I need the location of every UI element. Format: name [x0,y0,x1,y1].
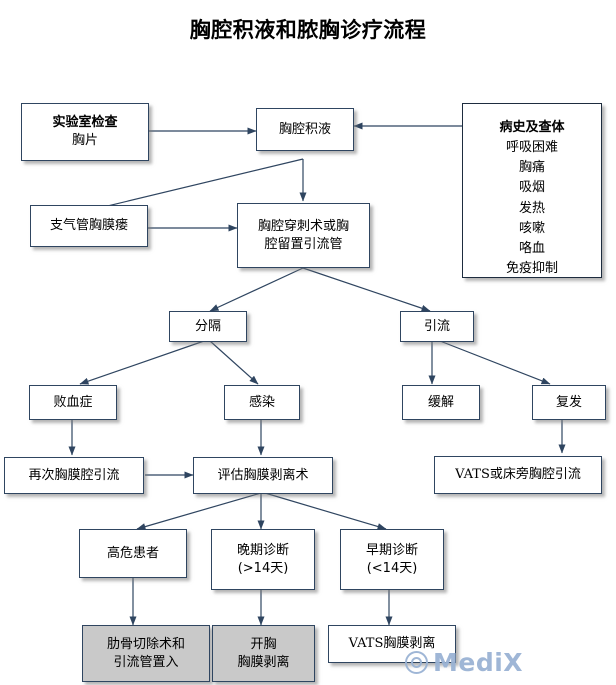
node-repeat-drainage[interactable]: 再次胸膜腔引流 [4,457,144,494]
copyright-icon [405,651,428,674]
node-sepsis-label: 败血症 [53,394,93,410]
node-evaluate-decortication[interactable]: 评估胸膜剥离术 [193,457,333,494]
node-high-risk-patient[interactable]: 高危患者 [79,529,187,578]
node-recurrence[interactable]: 复发 [532,385,606,420]
node-sepsis[interactable]: 败血症 [29,385,117,420]
watermark: MediX [405,648,523,677]
node-resolution-label: 缓解 [427,394,454,410]
node-late-diagnosis-line1: 晚期诊断 [236,542,289,558]
node-bronchopleural-fistula-label: 支气管胸膜瘘 [49,218,128,234]
node-thoracotomy-line1: 开胸 [250,636,277,652]
node-resolution[interactable]: 缓解 [402,385,480,420]
node-vats-decortication[interactable]: VATS胸膜剥离 [328,625,456,663]
node-bronchopleural-fistula[interactable]: 支气管胸膜瘘 [30,205,148,247]
node-rib-resection-line2: 引流管置入 [113,654,179,670]
node-history-exam-header: 病史及查体 [499,120,565,135]
node-early-diagnosis[interactable]: 早期诊断 (<14天) [340,529,444,590]
node-rib-resection-line1: 肋骨切除术和 [106,636,185,652]
arrow-evaluate-to-early [264,492,387,530]
arrow-evaluate-to-highrisk [136,492,262,530]
node-lab-exam[interactable]: 实验室检查 胸片 [21,103,149,161]
node-history-item-6: 免疫抑制 [505,260,558,276]
arrow-drainage-to-recurrence [439,340,551,385]
node-loculated-label: 分隔 [194,318,221,334]
node-thoracotomy-line2: 胸膜剥离 [237,654,290,670]
node-drainage-label: 引流 [423,318,450,334]
node-infection[interactable]: 感染 [224,385,300,420]
page-title: 胸腔积液和脓胸诊疗流程 [189,18,427,42]
node-recurrence-label: 复发 [555,394,582,410]
node-loculated[interactable]: 分隔 [169,311,247,342]
node-high-risk-patient-label: 高危患者 [106,545,159,561]
node-vats-decortication-label: VATS胸膜剥离 [348,636,436,652]
node-pleural-effusion-label: 胸腔积液 [278,121,331,137]
node-late-diagnosis[interactable]: 晚期诊断 (>14天) [211,529,315,590]
node-evaluate-decortication-label: 评估胸膜剥离术 [217,467,309,483]
node-history-item-4: 咳嗽 [518,220,545,236]
node-infection-label: 感染 [248,394,275,410]
arrow-thoracentesis-to-loculated [209,267,304,312]
node-thoracentesis-line2: 腔留置引流管 [264,236,343,252]
node-early-diagnosis-line2: (<14天) [366,560,418,576]
node-history-exam[interactable]: 病史及查体 呼吸困难 胸痛 吸烟 发热 咳嗽 咯血 免疫抑制 [462,103,602,278]
node-history-item-5: 咯血 [518,240,545,256]
node-thoracentesis[interactable]: 胸腔穿刺术或胸 腔留置引流管 [237,203,370,268]
node-history-item-0: 呼吸困难 [505,140,558,156]
arrow-loculated-to-infection [209,340,259,385]
watermark-text: MediX [433,648,524,677]
node-history-item-1: 胸痛 [518,160,545,176]
node-pleural-effusion[interactable]: 胸腔积液 [256,108,354,151]
node-lab-exam-line2: 胸片 [71,133,98,148]
node-early-diagnosis-line1: 早期诊断 [365,542,418,558]
node-thoracentesis-line1: 胸腔穿刺术或胸 [257,218,349,234]
node-repeat-drainage-label: 再次胸膜腔引流 [28,467,120,483]
node-thoracotomy-decortication[interactable]: 开胸 胸膜剥离 [212,625,315,682]
arrow-thoracentesis-to-drainage [302,267,431,312]
node-drainage[interactable]: 引流 [400,311,474,342]
node-lab-exam-line1: 实验室检查 [52,115,118,131]
node-rib-resection[interactable]: 肋骨切除术和 引流管置入 [82,625,210,682]
node-history-item-2: 吸烟 [518,180,545,196]
node-vats-bedside-drainage-label: VATS或床旁胸腔引流 [455,467,581,483]
arrow-loculated-to-sepsis [79,340,205,385]
node-late-diagnosis-line2: (>14天) [237,560,289,576]
node-vats-bedside-drainage[interactable]: VATS或床旁胸腔引流 [434,456,602,494]
node-history-item-3: 发热 [518,200,545,216]
